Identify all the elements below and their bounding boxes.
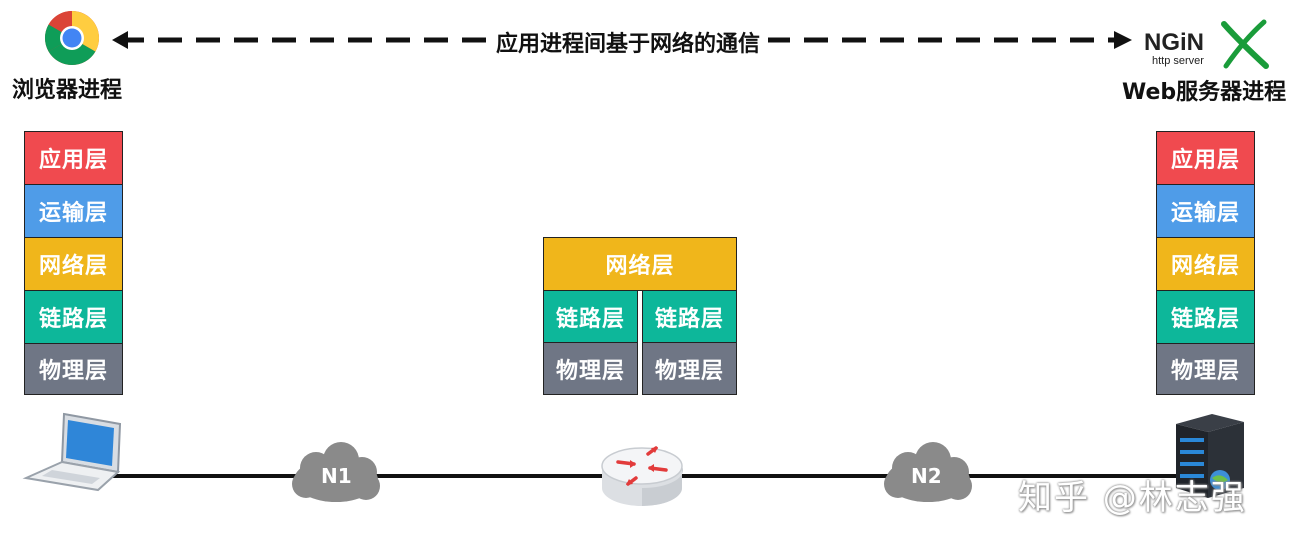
left-transport-layer: 运输层: [24, 184, 123, 238]
left-application-layer: 应用层: [24, 131, 123, 185]
router-link-layer-left: 链路层: [543, 290, 638, 343]
left-network-layer: 网络层: [24, 237, 123, 291]
right-network-layer: 网络层: [1156, 237, 1255, 291]
svg-text:NGiN: NGiN: [1144, 29, 1204, 56]
router-link-layer-right: 链路层: [642, 290, 737, 343]
network-n2-label: N2: [911, 464, 942, 488]
watermark: 知乎 @林志强: [1018, 478, 1247, 518]
right-physical-layer: 物理层: [1156, 343, 1255, 395]
right-application-layer: 应用层: [1156, 131, 1255, 185]
network-cloud-n1: [292, 442, 380, 502]
right-link-layer: 链路层: [1156, 290, 1255, 344]
laptop-icon: [22, 412, 122, 492]
server-icon: [1176, 414, 1244, 498]
router-physical-layer-left: 物理层: [543, 342, 638, 395]
left-link-layer: 链路层: [24, 290, 123, 344]
browser-process-label: 浏览器进程: [12, 78, 123, 103]
chrome-icon: [44, 10, 100, 66]
top-caption: 应用进程间基于网络的通信: [488, 26, 769, 58]
network-n1-label: N1: [321, 464, 352, 488]
nginx-logo-icon: NGiN http server: [1144, 19, 1269, 69]
left-physical-layer: 物理层: [24, 343, 123, 395]
right-transport-layer: 运输层: [1156, 184, 1255, 238]
network-cloud-n2: [884, 442, 972, 502]
router-network-layer: 网络层: [543, 237, 737, 291]
router-physical-layer-right: 物理层: [642, 342, 737, 395]
svg-text:http server: http server: [1152, 55, 1204, 67]
router-icon: [601, 446, 684, 506]
web-server-process-label: Web服务器进程: [1122, 80, 1287, 105]
